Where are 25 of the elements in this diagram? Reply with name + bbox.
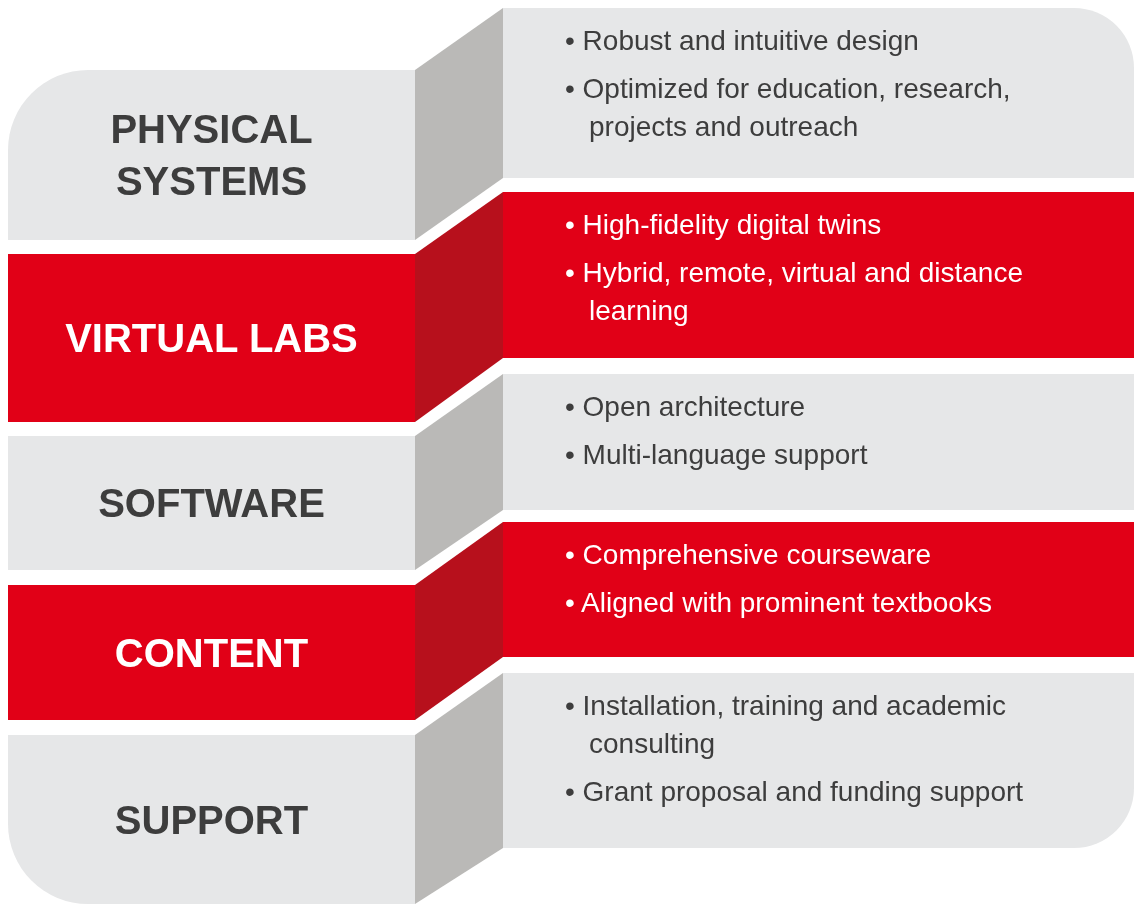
category-title: SUPPORT [113, 796, 310, 844]
category-title: PHYSICAL SYSTEMS [109, 106, 314, 205]
bullet-point: • Optimized for education, research, projects and outreach [565, 72, 1012, 144]
bullet-point: • Open architecture [565, 390, 807, 424]
feature-panel [503, 8, 1134, 178]
category-title: VIRTUAL LABS [64, 315, 359, 362]
category-block [8, 436, 415, 570]
category-block [8, 70, 415, 240]
bullet-point: • Aligned with prominent textbooks [565, 586, 993, 620]
bullet-point: • High-fidelity digital twins [565, 208, 883, 242]
category-block [8, 254, 415, 422]
feature-panel [503, 192, 1134, 358]
bullet-point: • Hybrid, remote, virtual and distance learning [565, 256, 1024, 328]
bullet-point: • Robust and intuitive design [565, 24, 920, 58]
feature-panel [503, 522, 1134, 657]
category-block [8, 585, 415, 720]
bullet-point: • Grant proposal and funding support [565, 775, 1025, 809]
bullet-point: • Multi-language support [565, 438, 869, 472]
category-title: SOFTWARE [97, 480, 326, 527]
feature-panel [503, 374, 1134, 510]
category-title: CONTENT [113, 629, 310, 677]
bullet-point: • Comprehensive courseware [565, 538, 933, 572]
bullet-point: • Installation, training and academic consulting [565, 689, 1007, 761]
feature-panel [503, 673, 1134, 848]
category-block [8, 735, 415, 904]
